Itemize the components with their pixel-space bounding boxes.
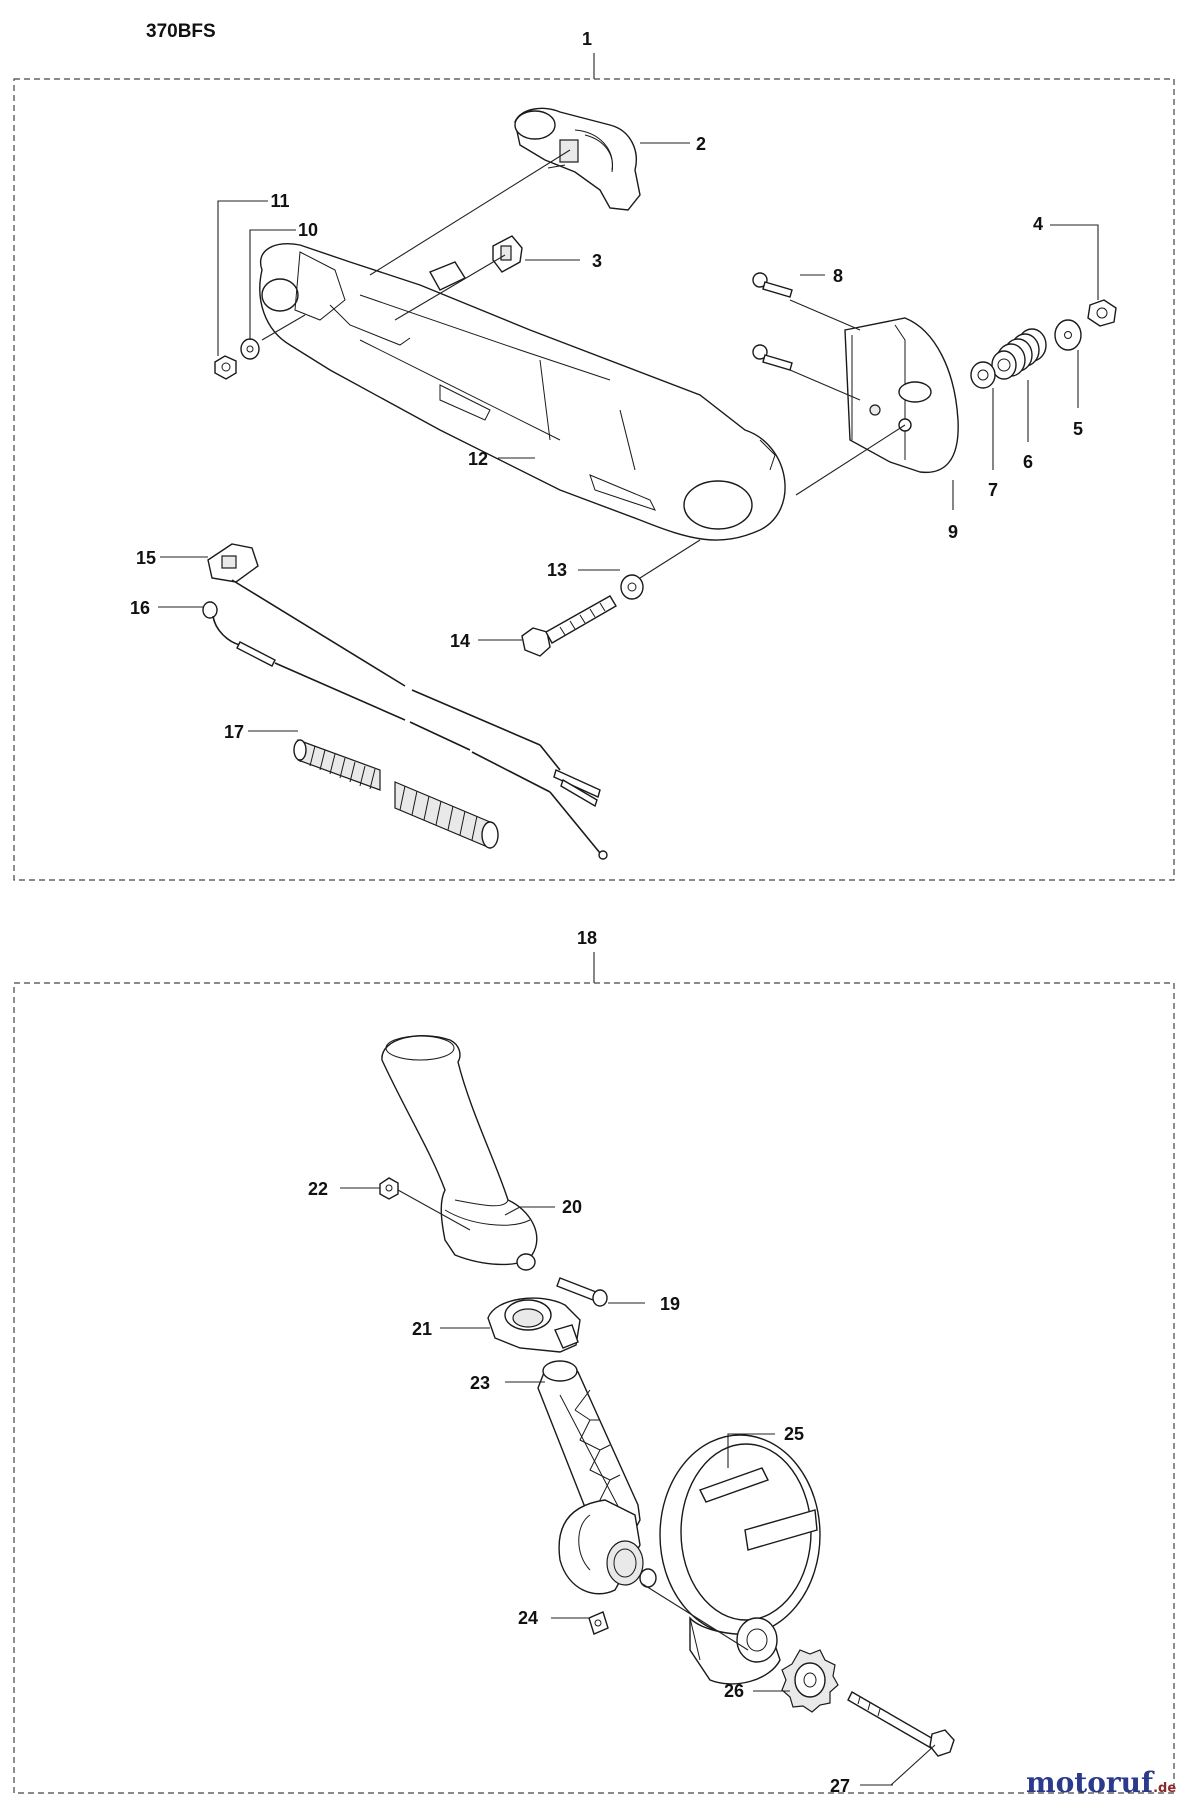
gear-arm xyxy=(606,1540,657,1588)
callout-22: 22 xyxy=(308,1179,328,1199)
callout-23: 23 xyxy=(470,1373,490,1393)
square-nut-24 xyxy=(588,1611,609,1635)
callout-labels: 2 3 4 5 6 7 8 9 10 11 12 13 14 15 16 17 … xyxy=(130,134,1083,1796)
spring-6 xyxy=(991,328,1047,380)
connector-15 xyxy=(207,543,259,583)
washer-13 xyxy=(620,574,644,600)
callout-9: 9 xyxy=(948,522,958,542)
connector-on-handle xyxy=(429,261,467,291)
washer-7 xyxy=(970,361,996,389)
callout-6: 6 xyxy=(1023,452,1033,472)
group-1-label: 1 xyxy=(582,29,592,49)
spring-17 xyxy=(293,739,499,849)
callout-16: 16 xyxy=(130,598,150,618)
callout-24: 24 xyxy=(518,1608,538,1628)
callout-7: 7 xyxy=(988,480,998,500)
group-1-leaders xyxy=(158,142,1099,732)
callout-11: 11 xyxy=(270,191,289,211)
callout-3: 3 xyxy=(592,251,602,271)
callout-14: 14 xyxy=(450,631,470,651)
bolt-27 xyxy=(847,1691,955,1757)
callout-21: 21 xyxy=(412,1319,432,1339)
group-1: 1 xyxy=(13,29,1175,881)
callout-2: 2 xyxy=(696,134,706,154)
cable-16 xyxy=(202,601,608,860)
callout-13: 13 xyxy=(547,560,567,580)
screw-19 xyxy=(556,1277,608,1307)
star-knob-26 xyxy=(781,1649,839,1713)
trigger-assembly xyxy=(514,107,641,211)
clamp-21 xyxy=(487,1297,581,1353)
group-18-label: 18 xyxy=(577,928,597,948)
callout-26: 26 xyxy=(724,1681,744,1701)
watermark-logo: motoruf.de xyxy=(1026,1766,1176,1799)
callout-25: 25 xyxy=(784,1424,804,1444)
group-18-frame xyxy=(13,982,1175,1794)
washer-5 xyxy=(1054,319,1082,351)
watermark-main: motoruf xyxy=(1026,1766,1155,1799)
callout-17: 17 xyxy=(224,722,244,742)
callout-12: 12 xyxy=(468,449,488,469)
switch-part xyxy=(492,235,523,273)
callout-27: 27 xyxy=(830,1776,850,1796)
callout-5: 5 xyxy=(1073,419,1083,439)
bolt-14 xyxy=(521,595,617,657)
callout-20: 20 xyxy=(562,1197,582,1217)
callout-10: 10 xyxy=(298,220,318,240)
nut-22 xyxy=(379,1177,399,1200)
screw-8-upper xyxy=(752,272,793,298)
grip-handle xyxy=(381,1035,538,1271)
model-title: 370BFS xyxy=(146,21,216,42)
bracket xyxy=(844,317,959,474)
nut-11 xyxy=(214,355,237,380)
clamp-ring-25 xyxy=(659,1434,821,1685)
callout-15: 15 xyxy=(136,548,156,568)
watermark-text: motoruf.de xyxy=(1026,1766,1176,1799)
nut-4 xyxy=(1087,299,1117,327)
group-1-frame xyxy=(13,78,1175,881)
washer-10 xyxy=(240,338,260,360)
group-18-leaders xyxy=(340,1187,936,1786)
wire-15 xyxy=(231,579,601,808)
group-18: 18 xyxy=(13,928,1175,1794)
callout-8: 8 xyxy=(833,266,843,286)
callout-4: 4 xyxy=(1033,214,1043,234)
handle-body xyxy=(259,243,786,541)
watermark-suffix: .de xyxy=(1153,1781,1176,1796)
screw-8-lower xyxy=(752,344,793,371)
callout-19: 19 xyxy=(660,1294,680,1314)
